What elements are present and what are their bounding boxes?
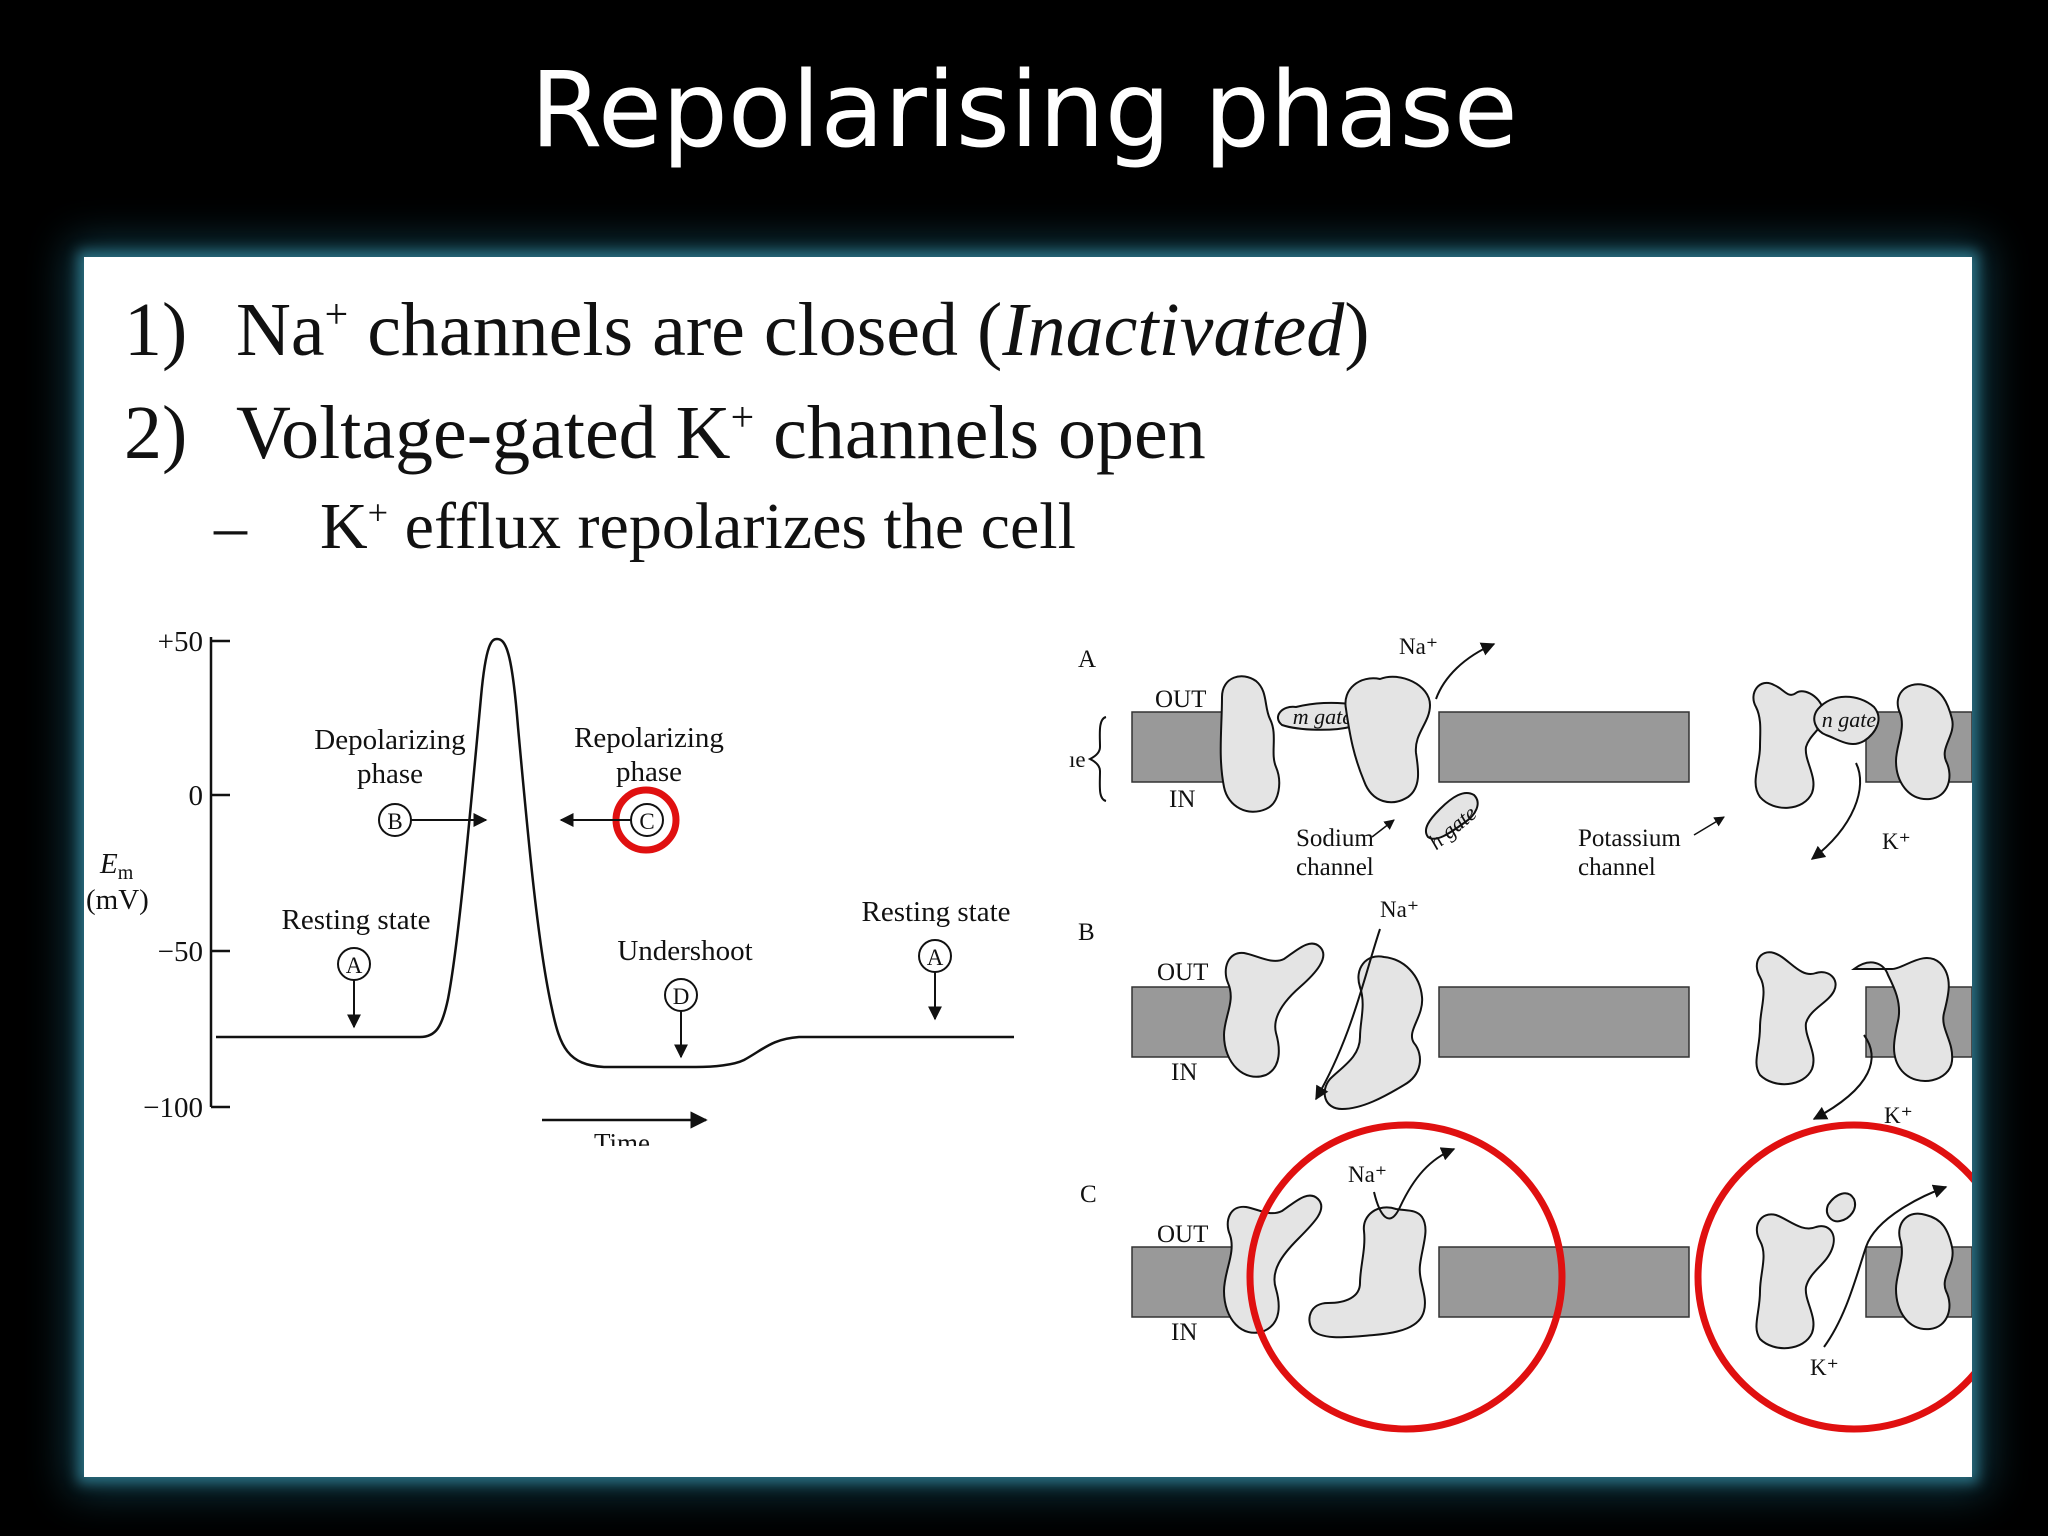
k-ion-c: K⁺ <box>1810 1355 1839 1380</box>
marker-a-right-label: A <box>927 945 944 970</box>
potassium-channel-right-b <box>1850 957 1954 1082</box>
bullet-2-text-b: channels open <box>754 391 1206 475</box>
sodium-pointer-arrow <box>1371 819 1395 838</box>
potassium-channel-left-b <box>1755 951 1837 1086</box>
k-ion-b: K⁺ <box>1884 1103 1913 1128</box>
bullet-1: 1) Na+ channels are closed (Inactivated) <box>124 287 1370 373</box>
row-c-out: OUT <box>1157 1221 1208 1248</box>
sodium-channel-left-c <box>1222 1194 1323 1334</box>
bullet-2-superscript: + <box>730 394 755 441</box>
content-panel: 1)Na+ channels are closed (Inactivated) … <box>84 257 1972 1477</box>
n-gate-shape <box>1813 695 1880 745</box>
y-tick-label-minus50: −50 <box>158 936 203 968</box>
y-tick-label-0: 0 <box>189 780 204 812</box>
channel-diagrams: A OUT IN ıe m gate h gate Na⁺ Sodium cha… <box>1069 634 1972 1433</box>
marker-c-label: C <box>639 809 654 834</box>
sodium-channel-left-a <box>1219 675 1281 813</box>
membrane-brace <box>1087 716 1107 802</box>
potassium-channel-right-c <box>1894 1212 1954 1331</box>
potassium-channel-label-1: Potassium <box>1578 825 1681 852</box>
bullet-2-text-a: Voltage-gated K <box>236 391 731 475</box>
bullet-1-text-a: Na <box>236 288 325 372</box>
sodium-channel-right-a <box>1344 675 1432 804</box>
y-axis-unit: (mV) <box>86 884 149 916</box>
sodium-channel-left-b <box>1222 942 1325 1078</box>
channel-row-b: B OUT IN Na⁺ K⁺ <box>1078 897 1972 1128</box>
row-b-label: B <box>1078 919 1095 946</box>
undershoot-label: Undershoot <box>617 935 752 967</box>
na-flow-arrow-c <box>1373 1147 1456 1220</box>
na-ion-c: Na⁺ <box>1348 1162 1387 1187</box>
potassium-channel-label-2: channel <box>1578 854 1656 881</box>
na-flow-arrow-b <box>1315 928 1381 1101</box>
na-flow-arrow-a <box>1435 642 1496 700</box>
y-tick-label-minus100: −100 <box>143 1092 203 1124</box>
row-a-out: OUT <box>1155 686 1206 713</box>
channel-row-c: C OUT IN Na⁺ K⁺ <box>1080 1121 1972 1433</box>
resting-state-right: Resting state <box>861 896 1010 928</box>
row-a-label: A <box>1078 646 1096 673</box>
potassium-channel-right-a <box>1894 683 1954 801</box>
slide-title: Repolarising phase <box>530 49 1518 171</box>
highlight-potassium-channel <box>1694 1121 1972 1433</box>
bullet-1-text-c: ) <box>1344 288 1370 372</box>
figures: +50 0 −50 −100 Em (mV) Depolarizing phas… <box>86 626 1972 1433</box>
sodium-channel-label-2: channel <box>1296 854 1374 881</box>
sodium-channel-label-1: Sodium <box>1296 825 1374 852</box>
repolarizing-label-2: phase <box>616 756 682 788</box>
h-gate-shape <box>1424 791 1479 840</box>
sodium-channel-right-b <box>1323 955 1424 1111</box>
sub-bullet-superscript: + <box>367 492 389 533</box>
y-tick-label-plus50: +50 <box>158 626 203 658</box>
membrane-b-2 <box>1438 986 1690 1058</box>
depolarizing-label-2: phase <box>357 758 423 790</box>
na-ion-a: Na⁺ <box>1399 634 1438 659</box>
sub-bullet: –K+ efflux repolarizes the cell <box>214 489 1076 565</box>
membrane-a-2 <box>1438 711 1690 783</box>
row-a-in: IN <box>1169 786 1195 813</box>
resting-state-left: Resting state <box>281 904 430 936</box>
action-potential-curve <box>216 637 1014 1069</box>
row-c-label: C <box>1080 1181 1097 1208</box>
y-axis-label: Em <box>99 848 134 884</box>
n-gate-label: n gate <box>1822 707 1877 732</box>
marker-d-label: D <box>673 984 690 1009</box>
k-ion-a: K⁺ <box>1882 829 1911 854</box>
sub-bullet-text-a: K <box>320 490 368 563</box>
marker-a-left-label: A <box>346 953 363 978</box>
potassium-channel-left-c <box>1755 1213 1835 1350</box>
k-flow-arrow-c <box>1823 1184 1948 1348</box>
bullet-2-number: 2) <box>124 391 188 475</box>
sub-bullet-dash: – <box>214 490 247 563</box>
row-b-out: OUT <box>1157 959 1208 986</box>
potassium-pointer-arrow <box>1693 816 1725 836</box>
sub-bullet-text-b: efflux repolarizes the cell <box>388 490 1076 563</box>
membrane-label-partial: ıe <box>1069 747 1086 772</box>
depolarizing-label-1: Depolarizing <box>314 724 465 756</box>
bullet-1-number: 1) <box>124 288 188 372</box>
action-potential-graph: +50 0 −50 −100 Em (mV) Depolarizing phas… <box>86 626 1014 1186</box>
highlight-sodium-channel <box>1246 1121 1566 1433</box>
bullet-1-superscript: + <box>324 291 349 338</box>
row-b-in: IN <box>1171 1059 1197 1086</box>
repolarizing-label-1: Repolarizing <box>574 722 724 754</box>
k-flow-arrow-b <box>1812 1034 1873 1120</box>
row-c-in: IN <box>1171 1319 1197 1346</box>
m-gate-label: m gate <box>1293 704 1353 729</box>
bullet-1-text-b: channels are closed ( <box>348 288 1003 372</box>
marker-b-label: B <box>387 809 402 834</box>
potassium-channel-loose-piece <box>1826 1192 1856 1223</box>
k-flow-arrow-a <box>1810 762 1862 860</box>
sodium-channel-right-c <box>1308 1206 1427 1339</box>
bullet-2: 2) Voltage-gated K+ channels open <box>124 390 1206 476</box>
bullet-1-italic: Inactivated <box>1002 288 1345 372</box>
na-ion-b: Na⁺ <box>1380 897 1419 922</box>
potassium-channel-left-a <box>1752 682 1826 809</box>
channel-row-a: A OUT IN ıe m gate h gate Na⁺ Sodium cha… <box>1069 634 1972 881</box>
